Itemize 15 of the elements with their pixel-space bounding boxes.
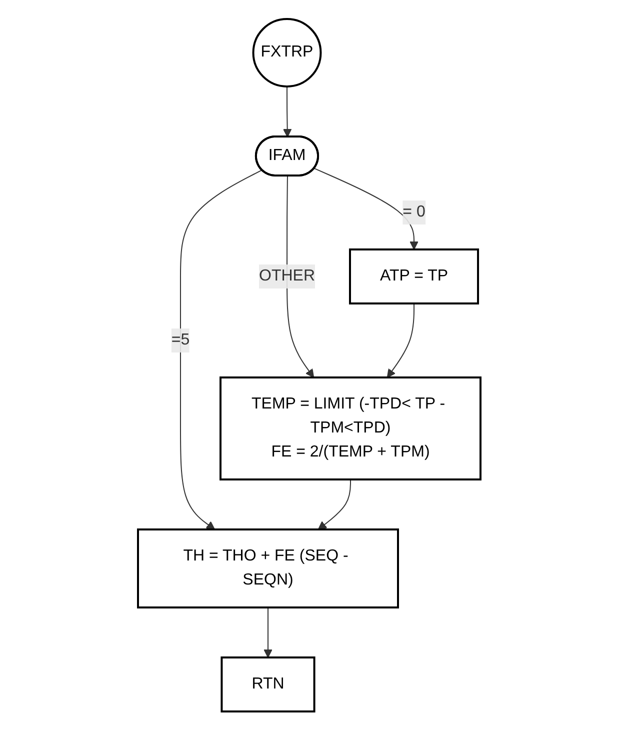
node-box: ATP = TP: [348, 248, 479, 305]
node-box: TEMP = LIMIT (-TPD< TP - TPM<TPD) FE = 2/(TEMP + TPM): [219, 376, 482, 481]
node-circle: FXTRP: [252, 18, 322, 88]
node-box: RTN: [220, 656, 316, 713]
edge-label: =5: [171, 332, 190, 349]
arrow: [286, 176, 314, 378]
arrow: [282, 86, 292, 138]
arrow: [263, 607, 272, 658]
arrow: [314, 168, 418, 250]
arrow: [386, 303, 414, 378]
node-box: TH = THO + FE (SEQ - SEQN): [136, 528, 399, 609]
edge-label: OTHER: [258, 268, 315, 285]
arrow: [318, 479, 351, 530]
edge-label: = 0: [402, 204, 426, 221]
arrow: [180, 170, 262, 530]
